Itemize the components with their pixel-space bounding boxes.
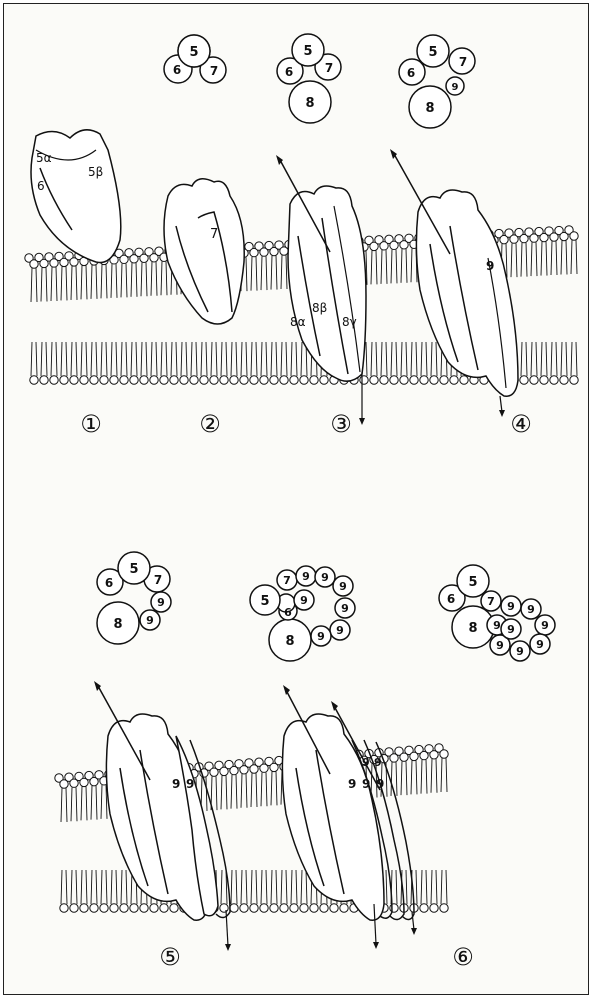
step-label-3: ③	[330, 410, 352, 438]
complex-c5b-8: 5 6 7 8	[277, 34, 341, 123]
c5-label-5: 5	[260, 594, 269, 609]
c1-label-6: 6	[173, 63, 181, 77]
c3-label-6: 6	[407, 66, 415, 80]
complex-poly-c9-chain: 5 6 7 8 9 9 9 9 9 9 9 9	[439, 565, 555, 661]
label-c5alpha: 5α	[36, 151, 52, 165]
complex-poly-c9-ring: 5 6 7 8 9 9 9 9 9 9 9	[250, 566, 355, 661]
complex-c5b-9-two: 5 6 7 8 9 9	[97, 552, 171, 644]
c6-label-9f: 9	[496, 639, 504, 652]
c6-label-9b: 9	[527, 603, 535, 616]
c6-label-9g: 9	[493, 619, 501, 632]
label-c9a-step6: 9	[348, 777, 356, 791]
c5-label-9b: 9	[321, 571, 329, 584]
label-c7-step2: 7	[210, 227, 218, 242]
c6-label-6: 6	[447, 592, 455, 606]
label-c9b-step6: 9	[362, 777, 370, 791]
c2-label-8: 8	[305, 96, 314, 111]
c4-label-7: 7	[154, 573, 162, 587]
label-c9e-step6: 9	[374, 756, 382, 769]
label-c6-step1: 6	[37, 179, 45, 193]
complex-c5b-6-7: 5 6 7	[164, 35, 226, 83]
complex-c5b-9: 5 6 7 8 9	[399, 35, 475, 128]
c5-label-9c: 9	[339, 580, 347, 593]
c5-label-7: 7	[283, 574, 291, 587]
c4-label-9a: 9	[157, 596, 165, 609]
c5-label-9d: 9	[341, 602, 349, 615]
c5-label-9g: 9	[300, 594, 308, 607]
c5-label-8: 8	[285, 634, 294, 649]
c3-label-7: 7	[459, 55, 467, 69]
c6-label-5: 5	[468, 575, 477, 590]
c3-label-5: 5	[428, 45, 437, 60]
c1-label-7: 7	[210, 64, 218, 78]
c3-label-8: 8	[425, 101, 434, 116]
step-label-4: ④	[510, 410, 532, 438]
label-c9a-step5: 9	[172, 777, 180, 791]
c6-label-9e: 9	[516, 645, 524, 658]
c6-label-9h: 9	[507, 623, 515, 636]
c6-label-8: 8	[468, 621, 477, 636]
c5b6-complex-step1: 5α 5β 6	[31, 130, 121, 263]
label-c9-step4: 9	[486, 259, 494, 273]
label-c5beta: 5β	[88, 165, 103, 179]
c6-label-9a: 9	[507, 600, 515, 613]
label-c8alpha: 8α	[290, 315, 306, 329]
step-label-2: ②	[199, 410, 221, 438]
c2-label-5: 5	[303, 44, 312, 59]
c4-label-9b: 9	[146, 614, 154, 627]
c5-label-9a: 9	[302, 570, 310, 583]
c5-label-9e: 9	[336, 624, 344, 637]
c4-label-8: 8	[113, 617, 122, 632]
c5-label-6: 6	[284, 606, 292, 619]
c5-label-9f: 9	[317, 630, 325, 643]
c6-label-7: 7	[487, 595, 495, 608]
c4-label-6: 6	[105, 576, 113, 590]
label-c8beta: 8β	[312, 301, 327, 315]
c5b7-complex-step2: 7	[164, 179, 244, 324]
c6-label-9c: 9	[541, 619, 549, 632]
c6-label-9d: 9	[536, 638, 544, 651]
c2-label-6: 6	[285, 65, 293, 79]
label-c9b-step5: 9	[186, 777, 194, 791]
c2-label-7: 7	[325, 61, 333, 75]
c4-label-5: 5	[129, 562, 138, 577]
step-label-1: ①	[80, 410, 102, 438]
c5b8-complex-step3: 8β 8α 8γ	[276, 155, 366, 425]
c1-label-5: 5	[189, 45, 198, 60]
step-label-5: ⑤	[159, 943, 181, 971]
label-c8gamma: 8γ	[342, 315, 357, 329]
c3-label-9: 9	[452, 82, 459, 93]
step-label-6: ⑥	[452, 943, 474, 971]
